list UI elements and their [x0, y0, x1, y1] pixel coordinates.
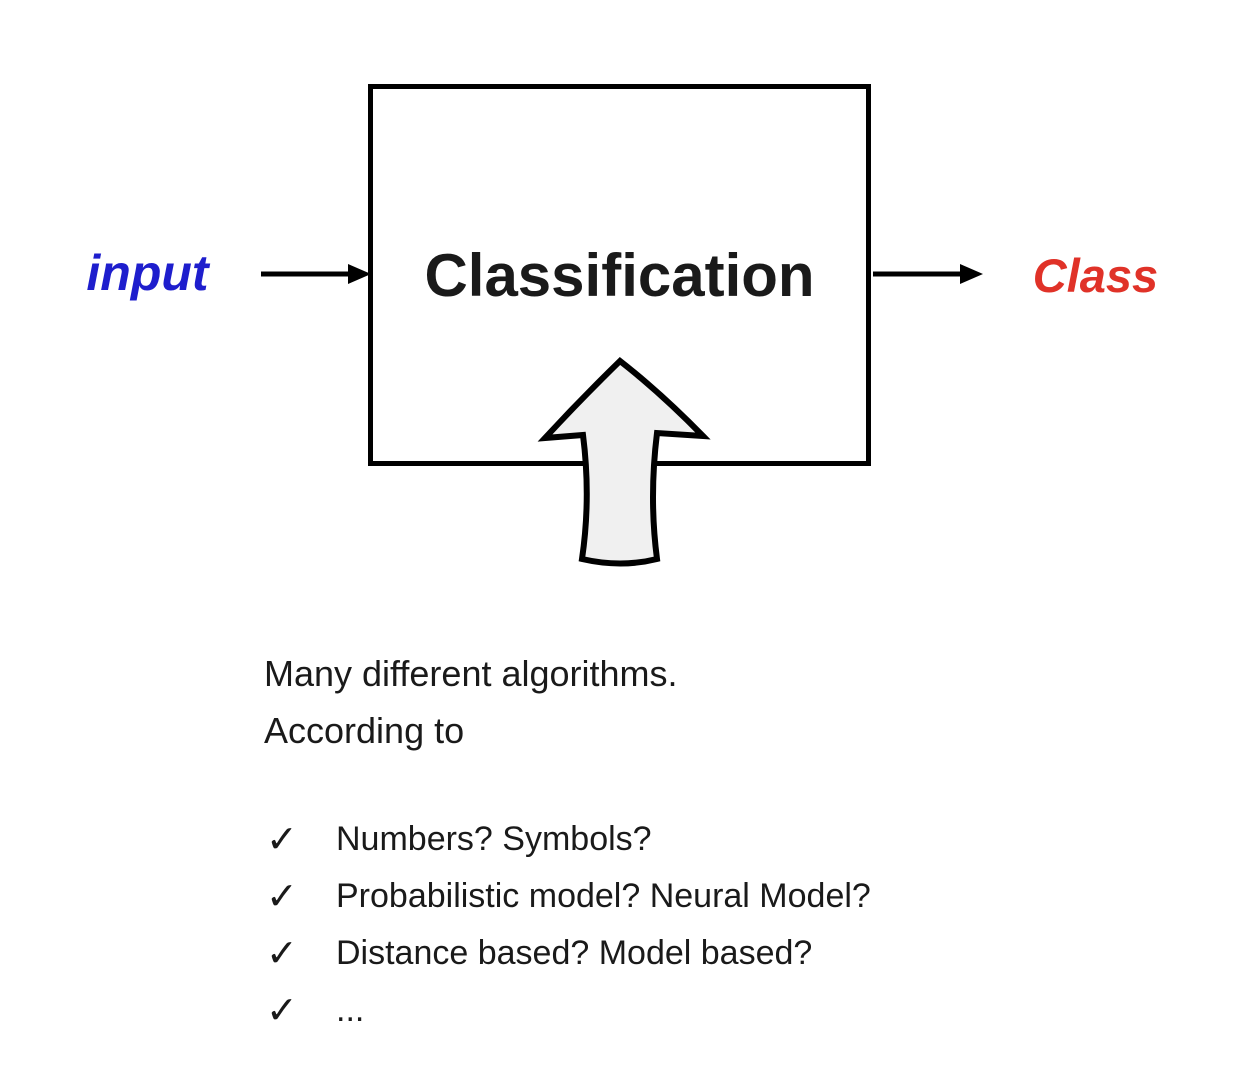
class-label: Class: [1032, 249, 1159, 302]
right-arrow-icon: [261, 264, 371, 284]
checklist-item: ✓ Distance based? Model based?: [264, 925, 1084, 982]
intro-line-2: According to: [264, 710, 465, 751]
input-label: input: [86, 245, 209, 301]
checklist-item: ✓ Numbers? Symbols?: [264, 811, 1084, 868]
checklist-item-label: Distance based? Model based?: [336, 934, 813, 972]
checkmark-icon: ✓: [266, 932, 298, 975]
checklist-item-label: Numbers? Symbols?: [336, 820, 652, 858]
right-arrow-icon: [873, 264, 983, 284]
checklist-item-label: ...: [336, 991, 365, 1029]
box-label: Classification: [424, 241, 815, 309]
checkmark-icon: ✓: [266, 989, 298, 1032]
notes-block: Many different algorithms. According to …: [264, 645, 1084, 1039]
checkmark-icon: ✓: [266, 875, 298, 918]
checkmark-icon: ✓: [266, 818, 298, 861]
up-arrow-icon: [537, 357, 711, 567]
checklist: ✓ Numbers? Symbols? ✓ Probabilistic mode…: [264, 811, 1084, 1039]
checklist-item: ✓ ...: [264, 982, 1084, 1039]
checklist-item: ✓ Probabilistic model? Neural Model?: [264, 868, 1084, 925]
intro-line-1: Many different algorithms.: [264, 653, 678, 694]
checklist-item-label: Probabilistic model? Neural Model?: [336, 877, 871, 915]
